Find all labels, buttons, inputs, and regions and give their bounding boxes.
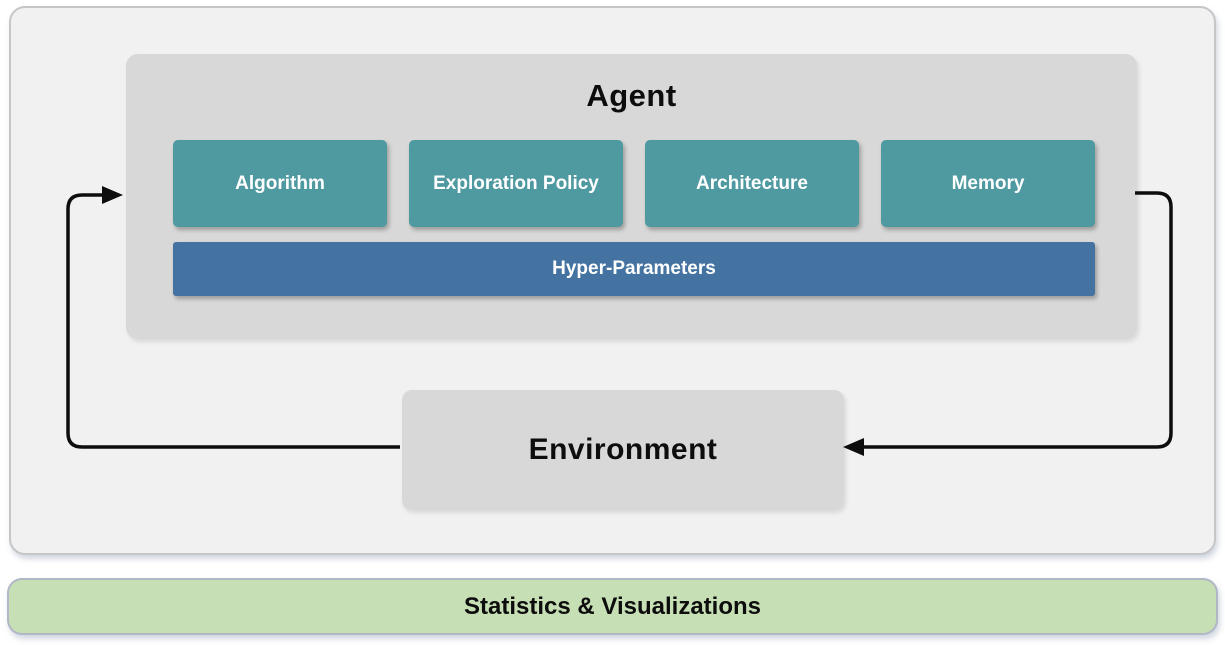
component-box-memory: Memory [881, 140, 1095, 227]
component-box-algorithm: Algorithm [173, 140, 387, 227]
agent-title: Agent [586, 78, 677, 113]
agent-components-row: Algorithm Exploration Policy Architectur… [173, 140, 1095, 227]
agent-panel: Agent Algorithm Exploration Policy Archi… [126, 54, 1137, 339]
environment-box: Environment [402, 390, 844, 510]
component-box-exploration-policy: Exploration Policy [409, 140, 623, 227]
hyper-parameters-bar: Hyper-Parameters [173, 242, 1095, 296]
statistics-visualizations-bar: Statistics & Visualizations [7, 578, 1218, 635]
diagram-canvas: Agent Algorithm Exploration Policy Archi… [9, 6, 1216, 555]
component-box-architecture: Architecture [645, 140, 859, 227]
